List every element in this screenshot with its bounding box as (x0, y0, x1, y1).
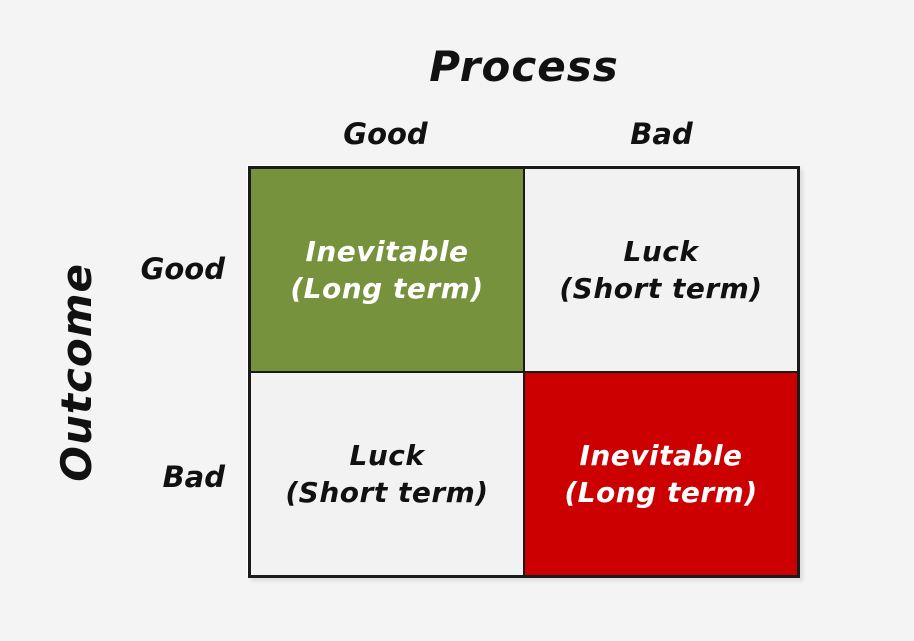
cell-text-line1: Luck (349, 439, 425, 472)
matrix-grid: Inevitable (Long term) Luck (Short term)… (248, 166, 800, 578)
column-label-bad: Bad (630, 117, 693, 151)
cell-text-line1: Inevitable (305, 235, 469, 268)
cell-text-line1: Inevitable (579, 439, 743, 472)
process-axis-title: Process (429, 42, 619, 91)
outcome-axis-title-text: Outcome (51, 262, 101, 482)
cell-text-line2: (Long term) (290, 272, 484, 305)
row-label-good: Good (140, 252, 225, 286)
column-label-good: Good (343, 117, 428, 151)
cell-text-line2: (Long term) (564, 476, 758, 509)
cell-text-line2: (Short term) (285, 476, 489, 509)
cell-text-line2: (Short term) (559, 272, 763, 305)
cell-bad-process-good-outcome: Luck (Short term) (524, 168, 798, 372)
cell-text-line1: Luck (623, 235, 699, 268)
cell-good-process-bad-outcome: Luck (Short term) (250, 372, 524, 576)
cell-good-process-good-outcome: Inevitable (Long term) (250, 168, 524, 372)
cell-bad-process-bad-outcome: Inevitable (Long term) (524, 372, 798, 576)
outcome-axis-title: Outcome (34, 166, 118, 578)
row-label-bad: Bad (162, 460, 225, 494)
